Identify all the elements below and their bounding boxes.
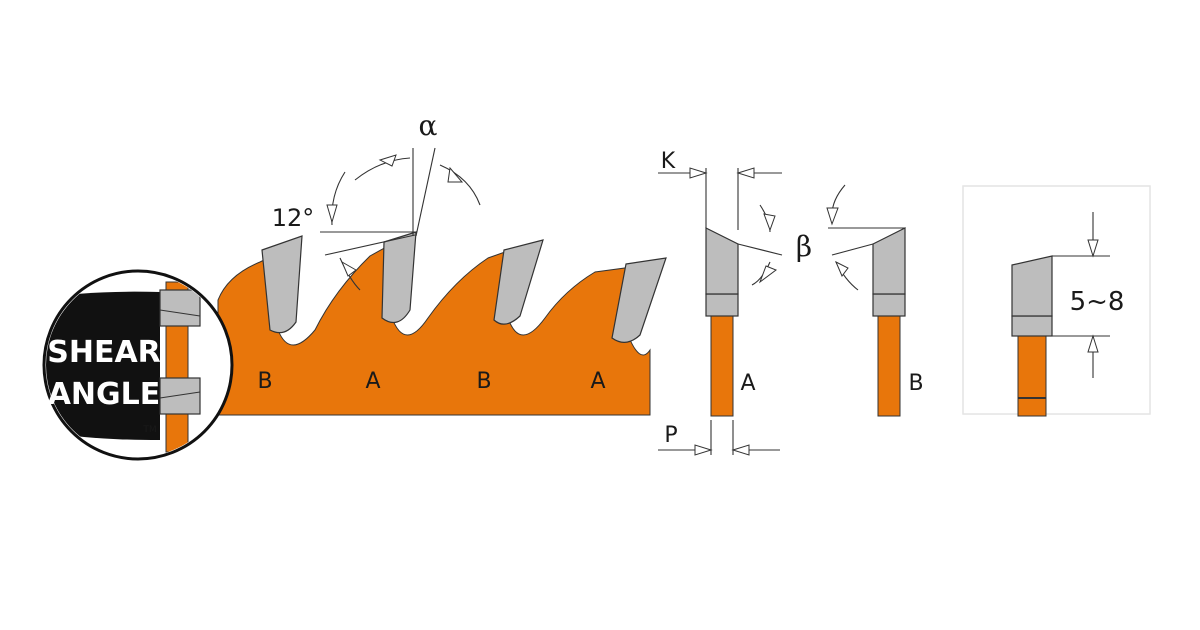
arrow-icon <box>826 207 839 226</box>
bevel-angle-symbol: β <box>796 230 812 263</box>
arrow-icon <box>340 260 357 277</box>
arrow-icon <box>447 166 464 183</box>
arrow-icon <box>1087 239 1099 258</box>
resharpen-range: 5~8 <box>1070 287 1125 317</box>
blade-body <box>217 245 651 416</box>
tooth-tip-2 <box>381 231 417 324</box>
tooth-tip-1 <box>261 235 303 334</box>
arrow-icon <box>1087 334 1099 353</box>
arrow-icon <box>835 260 849 277</box>
profile-tooth-a <box>658 167 783 456</box>
arrow-icon <box>763 213 776 232</box>
tooth-label-2: A <box>365 369 380 394</box>
tooth-label-3: B <box>476 369 491 394</box>
arrow-icon <box>689 167 708 179</box>
resharpen-detail <box>962 185 1151 417</box>
arrow-icon <box>736 167 755 179</box>
shear-angle-badge: SHEAR ANGLE TM <box>42 269 234 461</box>
hook-angle-value: 12° <box>272 204 315 232</box>
profile-tooth-b <box>826 184 906 417</box>
kerf-label: K <box>661 149 676 174</box>
arrow-icon <box>731 444 750 456</box>
tooth-tip-3 <box>493 239 544 325</box>
tooth-label-4: A <box>590 369 605 394</box>
badge-line-2: ANGLE <box>48 377 161 412</box>
tooth-tip-4 <box>611 257 667 343</box>
badge-trademark: TM <box>142 425 156 435</box>
arrow-icon <box>694 444 713 456</box>
profile-a-label: A <box>740 371 755 396</box>
arrow-icon <box>326 204 338 224</box>
tooth-label-1: B <box>257 369 272 394</box>
arrow-icon <box>378 154 397 167</box>
badge-line-1: SHEAR <box>47 335 161 370</box>
angle-construction <box>320 147 481 291</box>
plate-label: P <box>664 423 677 448</box>
profile-b-label: B <box>908 371 923 396</box>
clearance-angle-symbol: α <box>419 109 438 142</box>
arrow-icon <box>758 265 778 284</box>
